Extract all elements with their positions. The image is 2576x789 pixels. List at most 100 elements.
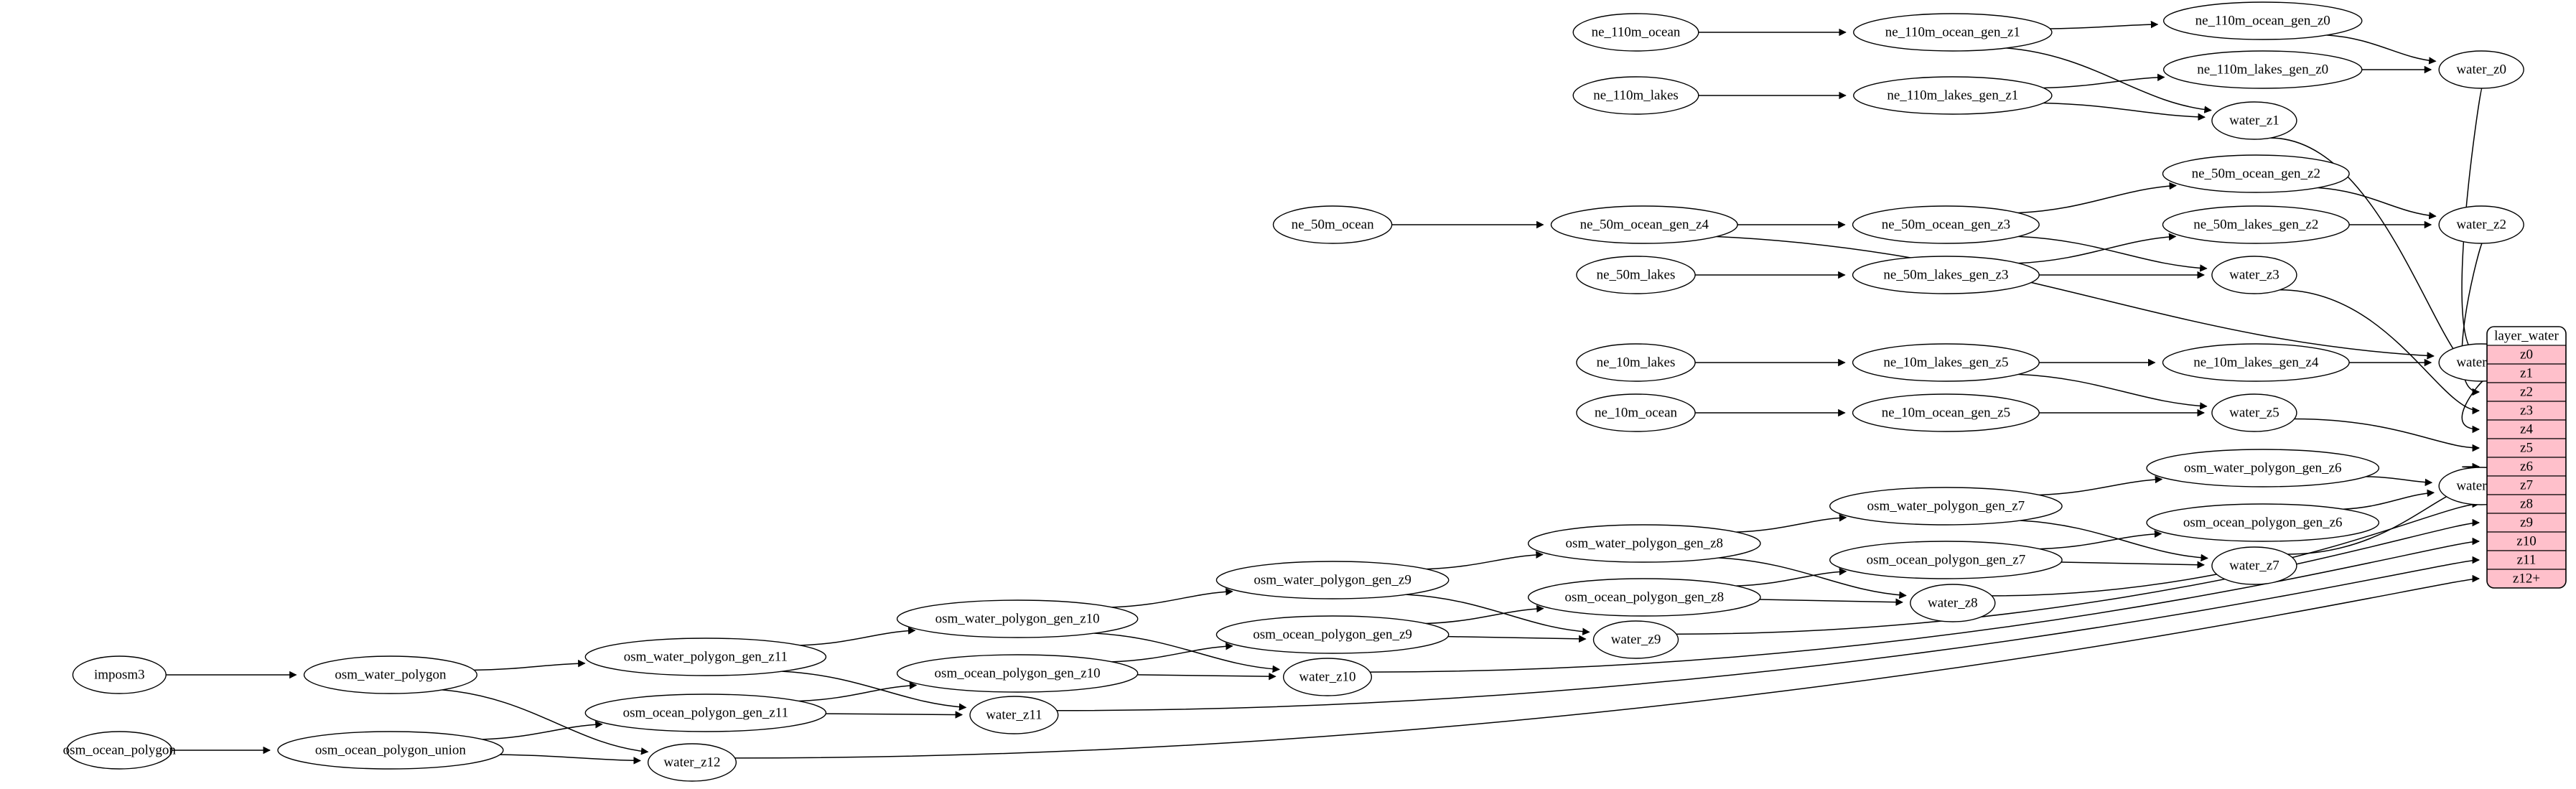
- table-row-z12+[interactable]: [2487, 569, 2566, 588]
- node-osm_water_polygon_gen_z7[interactable]: osm_water_polygon_gen_z7: [1829, 487, 2063, 526]
- node-label: imposm3: [94, 667, 145, 682]
- edge-osm_water_polygon_gen_z7-to-osm_water_polygon_gen_z6: [2038, 475, 2163, 496]
- node-ellipse: [1282, 658, 1373, 696]
- node-ne_10m_lakes_gen_z5[interactable]: ne_10m_lakes_gen_z5: [1852, 343, 2040, 382]
- edge-osm_ocean_polygon_gen_z10-to-osm_ocean_polygon_gen_z9: [1111, 642, 1233, 663]
- node-water_z1[interactable]: water_z1: [2211, 101, 2297, 140]
- node-ne_50m_ocean[interactable]: ne_50m_ocean: [1272, 205, 1393, 244]
- node-label: water_z12: [663, 755, 720, 770]
- edge-water_z10-to-layer_water.z10: [1370, 537, 2481, 673]
- node-osm_ocean_polygon_gen_z8[interactable]: osm_ocean_polygon_gen_z8: [1527, 578, 1761, 617]
- node-osm_water_polygon_gen_z6[interactable]: osm_water_polygon_gen_z6: [2146, 449, 2380, 487]
- node-ellipse: [2162, 205, 2350, 244]
- node-osm_ocean_polygon_gen_z6[interactable]: osm_ocean_polygon_gen_z6: [2146, 503, 2380, 542]
- node-ne_110m_lakes[interactable]: ne_110m_lakes: [1572, 76, 1699, 115]
- table-row-z3[interactable]: [2487, 401, 2566, 421]
- node-water_z10[interactable]: water_z10: [1282, 658, 1373, 696]
- node-osm_ocean_polygon_gen_z7[interactable]: osm_ocean_polygon_gen_z7: [1829, 541, 2063, 579]
- table-row-z9[interactable]: [2487, 513, 2566, 533]
- node-osm_water_polygon[interactable]: osm_water_polygon: [303, 655, 477, 694]
- node-osm_ocean_polygon_union[interactable]: osm_ocean_polygon_union: [277, 731, 504, 770]
- node-ne_50m_lakes_gen_z3[interactable]: ne_50m_lakes_gen_z3: [1852, 256, 2040, 294]
- table-cell-label: z11: [2517, 552, 2537, 567]
- node-ellipse: [303, 655, 477, 694]
- nodes-group: imposm3 osm_ocean_polygon osm_water_polygo…: [63, 1, 2524, 782]
- node-ne_50m_ocean_gen_z4[interactable]: ne_50m_ocean_gen_z4: [1550, 205, 1738, 244]
- node-water_z8[interactable]: water_z8: [1910, 584, 1996, 622]
- table-row-z6[interactable]: [2487, 457, 2566, 477]
- node-ne_110m_ocean[interactable]: ne_110m_ocean: [1572, 13, 1699, 52]
- node-osm_water_polygon_gen_z9[interactable]: osm_water_polygon_gen_z9: [1215, 561, 1450, 599]
- node-water_z11[interactable]: water_z11: [969, 696, 1059, 734]
- node-ellipse: [277, 731, 504, 770]
- node-osm_water_polygon_gen_z11[interactable]: osm_water_polygon_gen_z11: [584, 638, 827, 676]
- node-water_z7[interactable]: water_z7: [2211, 546, 2297, 585]
- node-ne_50m_ocean_gen_z2[interactable]: ne_50m_ocean_gen_z2: [2162, 154, 2350, 193]
- edge-osm_ocean_polygon_gen_z11-to-osm_ocean_polygon_gen_z10: [798, 681, 918, 702]
- node-osm_ocean_polygon[interactable]: osm_ocean_polygon: [63, 731, 177, 770]
- node-label: ne_50m_ocean: [1292, 217, 1375, 232]
- node-osm_water_polygon_gen_z8[interactable]: osm_water_polygon_gen_z8: [1527, 524, 1761, 563]
- node-osm_ocean_polygon_gen_z11[interactable]: osm_ocean_polygon_gen_z11: [584, 694, 827, 732]
- edge-water_z2-to-layer_water.z2: [2461, 243, 2483, 396]
- node-water_z2[interactable]: water_z2: [2438, 205, 2524, 244]
- node-ne_110m_lakes_gen_z0[interactable]: ne_110m_lakes_gen_z0: [2162, 50, 2363, 89]
- node-label: ne_110m_ocean_gen_z0: [2195, 13, 2330, 28]
- node-water_z0[interactable]: water_z0: [2438, 50, 2524, 89]
- node-label: water_z0: [2456, 62, 2506, 77]
- table-row-z7[interactable]: [2487, 475, 2566, 495]
- node-ellipse: [2211, 393, 2297, 432]
- table-row-z0[interactable]: [2487, 345, 2566, 365]
- node-ne_10m_ocean[interactable]: ne_10m_ocean: [1576, 393, 1696, 432]
- node-ne_110m_lakes_gen_z1[interactable]: ne_110m_lakes_gen_z1: [1853, 76, 2053, 115]
- node-ne_10m_lakes[interactable]: ne_10m_lakes: [1576, 343, 1696, 382]
- edge-ne_50m_ocean_gen_z3-to-ne_50m_ocean_gen_z2: [2017, 182, 2177, 214]
- node-osm_ocean_polygon_gen_z10[interactable]: osm_ocean_polygon_gen_z10: [896, 654, 1139, 693]
- node-ellipse: [1576, 256, 1696, 294]
- table-row-z1[interactable]: [2487, 363, 2566, 383]
- node-ne_110m_ocean_gen_z1[interactable]: ne_110m_ocean_gen_z1: [1853, 13, 2053, 52]
- node-label: ne_50m_ocean_gen_z4: [1580, 217, 1709, 232]
- node-ne_110m_ocean_gen_z0[interactable]: ne_110m_ocean_gen_z0: [2162, 1, 2363, 40]
- node-ellipse: [1572, 13, 1699, 52]
- edge-ne_50m_ocean_gen_z2-to-water_z2: [2318, 187, 2437, 220]
- node-label: ne_10m_ocean_gen_z5: [1882, 405, 2010, 420]
- node-ne_50m_lakes_gen_z2[interactable]: ne_50m_lakes_gen_z2: [2162, 205, 2350, 244]
- table-cell-label: z10: [2516, 533, 2536, 548]
- edge-osm_ocean_polygon_gen_z8-to-water_z8: [1759, 598, 1903, 606]
- node-water_z9[interactable]: water_z9: [1592, 620, 1679, 659]
- edge-water_z3-to-layer_water.z3: [2279, 289, 2481, 415]
- node-label: osm_water_polygon_gen_z6: [2184, 460, 2342, 475]
- node-water_z5[interactable]: water_z5: [2211, 393, 2297, 432]
- node-osm_water_polygon_gen_z10[interactable]: osm_water_polygon_gen_z10: [896, 599, 1139, 638]
- layer-water-table[interactable]: layer_waterz0z1z2z3z4z5z6z7z8z9z10z11z12…: [2486, 326, 2567, 589]
- node-ellipse: [2146, 449, 2380, 487]
- node-label: water_z8: [1928, 595, 1978, 610]
- node-label: osm_water_polygon_gen_z9: [1254, 572, 1411, 587]
- node-osm_ocean_polygon_gen_z9[interactable]: osm_ocean_polygon_gen_z9: [1215, 615, 1450, 654]
- node-water_z12[interactable]: water_z12: [647, 743, 737, 782]
- node-ellipse: [1272, 205, 1393, 244]
- node-ne_10m_ocean_gen_z5[interactable]: ne_10m_ocean_gen_z5: [1852, 393, 2040, 432]
- node-label: ne_110m_ocean: [1592, 24, 1681, 39]
- node-water_z3[interactable]: water_z3: [2211, 256, 2297, 294]
- node-label: ne_110m_lakes_gen_z0: [2197, 62, 2328, 77]
- node-ellipse: [66, 731, 173, 770]
- node-ne_50m_ocean_gen_z3[interactable]: ne_50m_ocean_gen_z3: [1852, 205, 2040, 244]
- edge-osm_water_polygon_gen_z11-to-osm_water_polygon_gen_z10: [800, 627, 916, 646]
- node-imposm3[interactable]: imposm3: [72, 655, 167, 694]
- node-label: ne_110m_lakes_gen_z1: [1887, 88, 2018, 103]
- table-row-z8[interactable]: [2487, 494, 2566, 514]
- node-label: water_z5: [2229, 405, 2279, 420]
- edge-ne_10m_lakes_gen_z5-to-water_z5: [2018, 373, 2208, 410]
- node-ne_10m_lakes_gen_z4[interactable]: ne_10m_lakes_gen_z4: [2162, 343, 2350, 382]
- edge-ne_110m_lakes_gen_z1-to-water_z1: [2043, 102, 2206, 121]
- table-cell-label: z7: [2520, 477, 2533, 492]
- node-ellipse: [1576, 393, 1696, 432]
- node-ellipse: [1215, 561, 1450, 599]
- edge-osm_ocean_polygon_gen_z6-to-water_z6: [2343, 489, 2435, 510]
- table-row-z4[interactable]: [2487, 419, 2566, 439]
- table-row-z10[interactable]: [2487, 531, 2566, 551]
- node-ne_50m_lakes[interactable]: ne_50m_lakes: [1576, 256, 1696, 294]
